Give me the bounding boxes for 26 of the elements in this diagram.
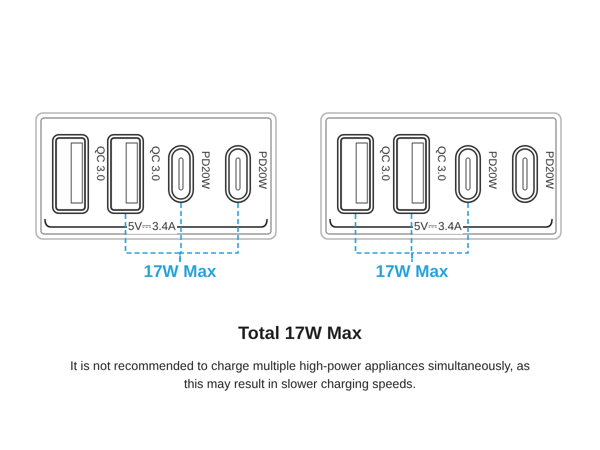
usb-c-port: [512, 145, 538, 203]
voltage-label: 5V⎓3.4A: [127, 220, 177, 234]
note-text: It is not recommended to charge multiple high-power appliances simultaneously, as this may result in slower charging speeds.: [69, 358, 531, 393]
dashed-connector: [179, 203, 239, 262]
port-spec-label: QC 3.0: [93, 146, 106, 181]
max-power-label: 17W Max: [362, 262, 462, 282]
port-spec-label: QC 3.0: [148, 146, 161, 181]
dashed-connector: [411, 203, 469, 262]
port-spec-label: PD20W: [485, 151, 498, 189]
usb-c-port: [225, 145, 251, 203]
usb-c-port: [168, 145, 194, 203]
title: Total 17W Max: [237, 323, 363, 344]
usb-a-port: [52, 134, 89, 214]
charger-panel: [35, 112, 277, 240]
usb-a-port: [337, 134, 374, 214]
port-spec-label: QC 3.0: [434, 146, 447, 181]
port-spec-label: PD20W: [542, 151, 555, 189]
port-spec-label: PD20W: [255, 151, 268, 189]
usb-a-port: [107, 134, 144, 214]
port-spec-label: QC 3.0: [378, 146, 391, 181]
max-power-label: 17W Max: [130, 262, 230, 282]
charger-panel: [320, 112, 562, 240]
usb-a-port: [393, 134, 430, 214]
port-spec-label: PD20W: [198, 151, 211, 189]
usb-c-port: [455, 145, 481, 203]
voltage-label: 5V⎓3.4A: [413, 220, 463, 234]
